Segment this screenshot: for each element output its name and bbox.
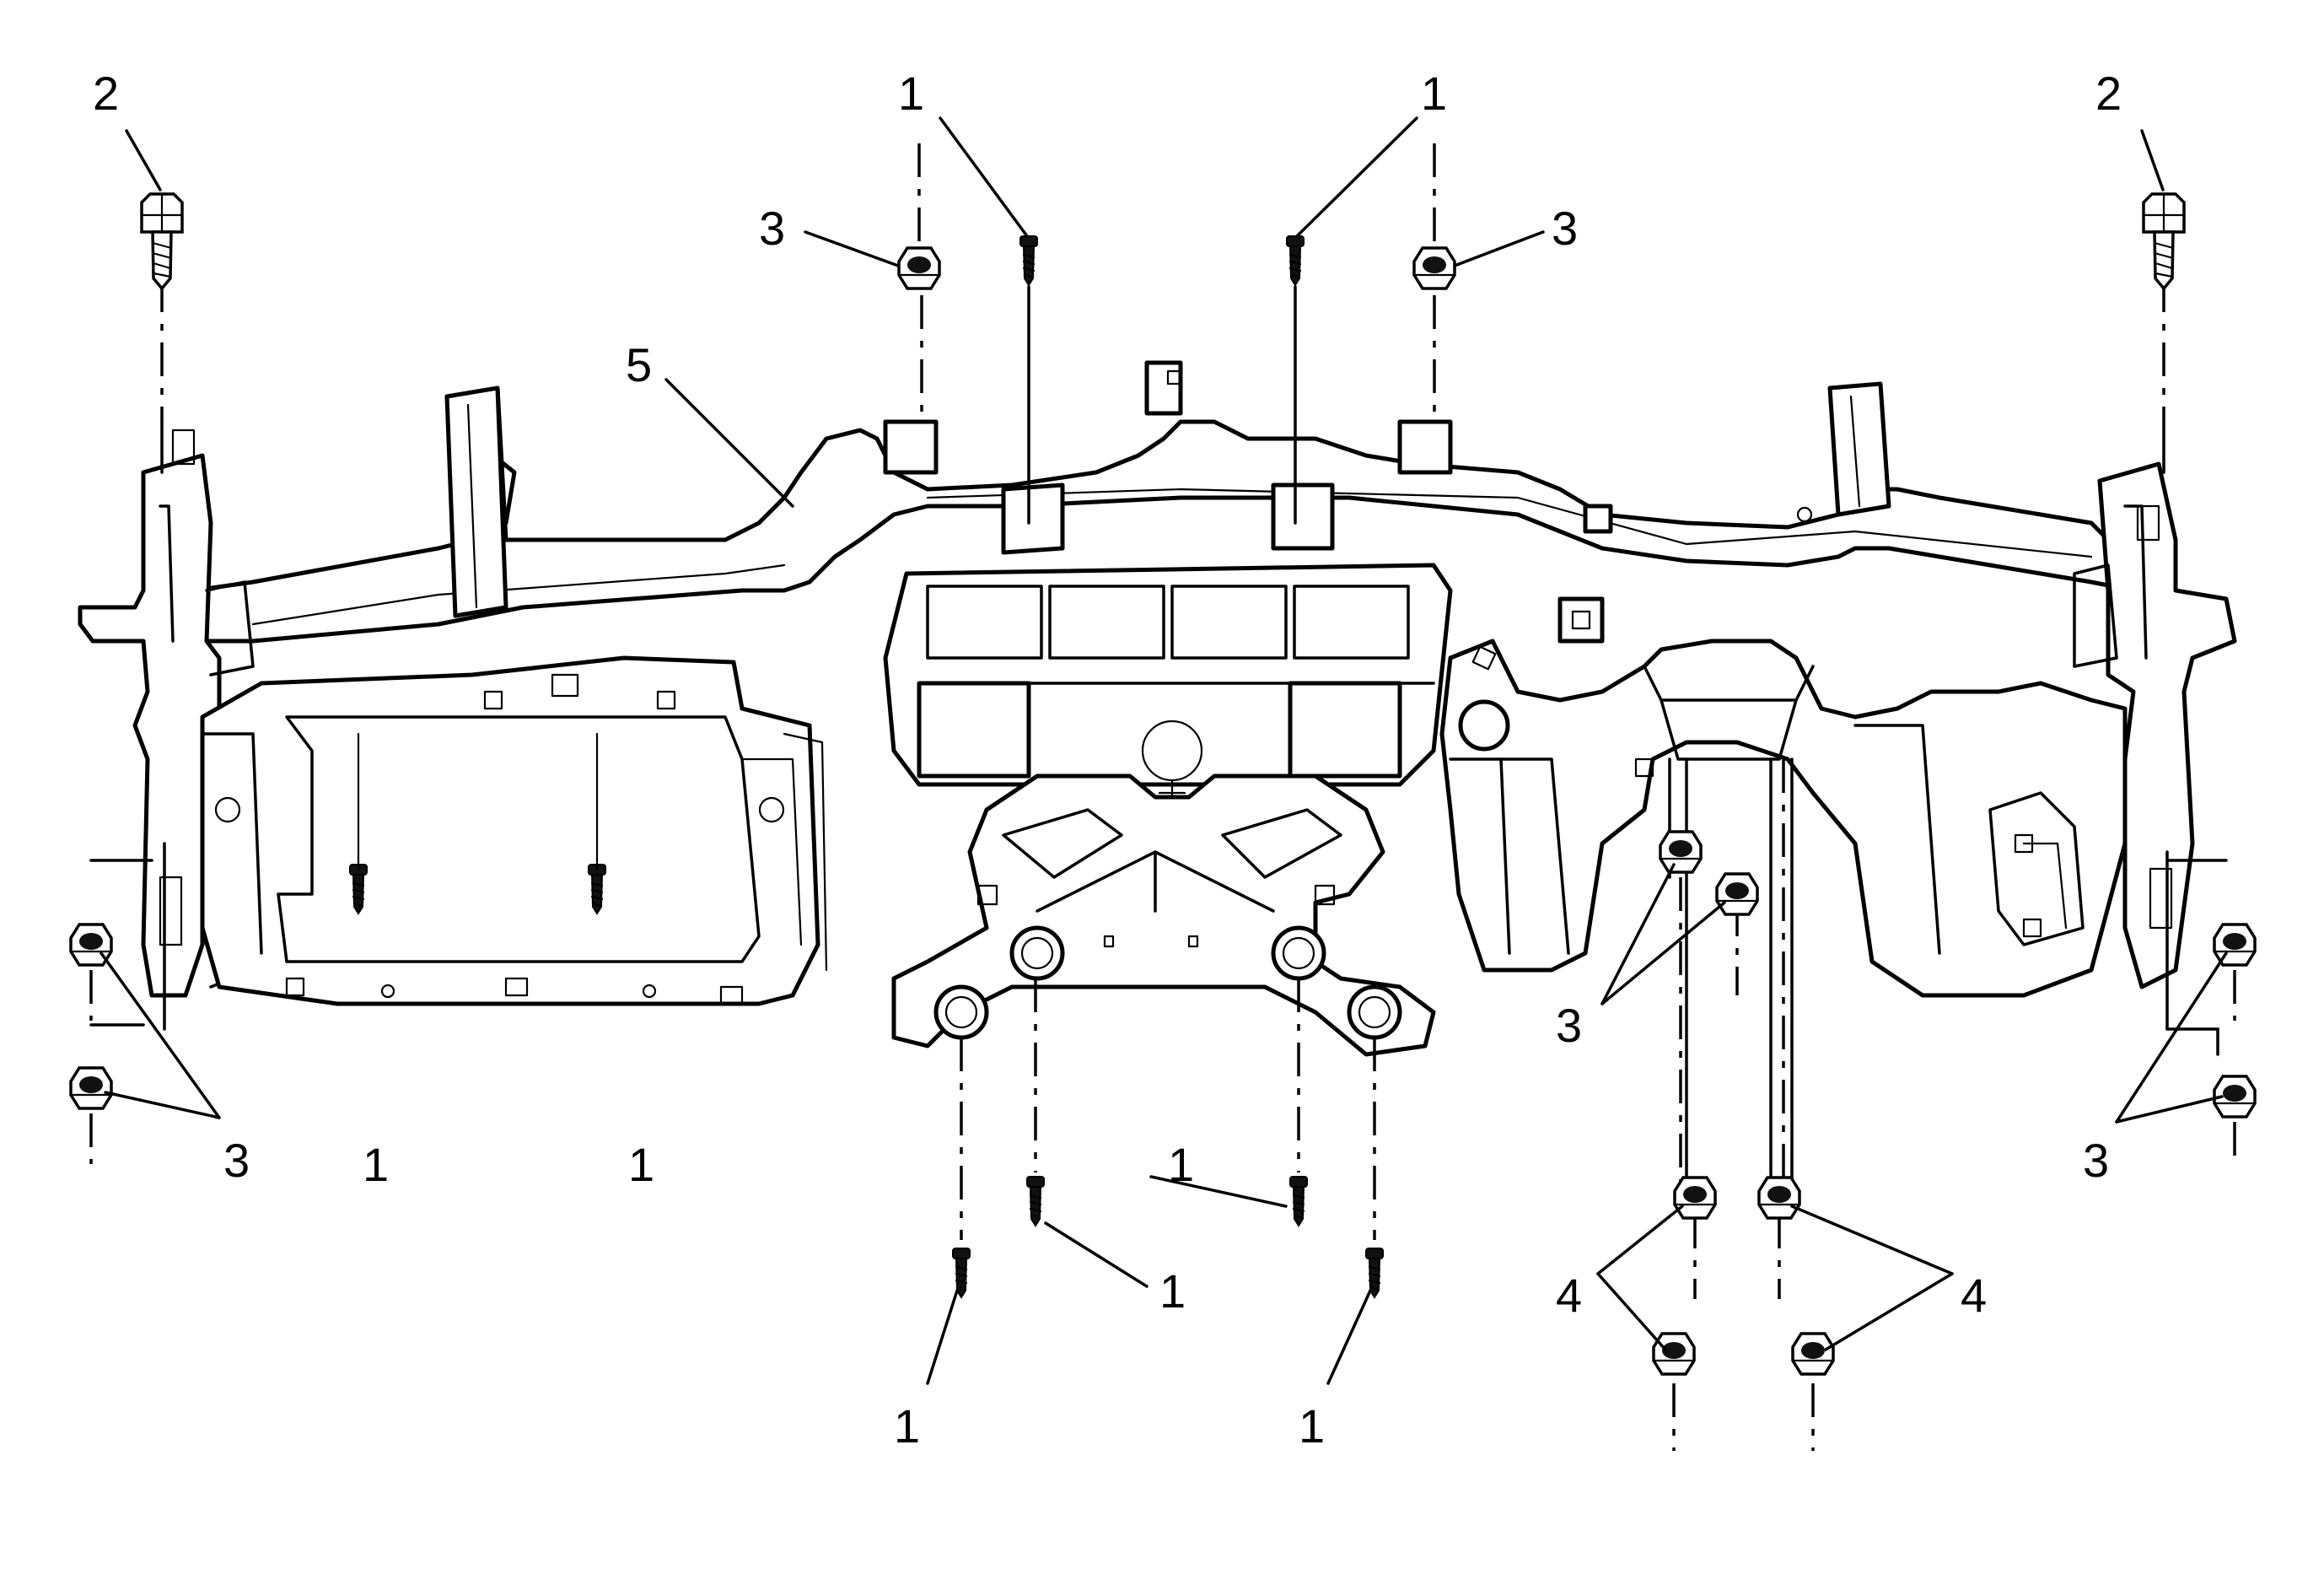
callout-3-top-left: 3: [759, 202, 785, 255]
fastener-screw-top-right: [1285, 234, 1305, 287]
center-lower-support: [891, 774, 1436, 1057]
steering-column-support: [1439, 504, 2128, 998]
fastener-nut-left-lower: [69, 1066, 113, 1110]
callout-1-top-right: 1: [1421, 67, 1447, 120]
callout-labels: 1 1 1 1 1 1 1 1 1 2 2 3 3 3 3 3 4 4 5: [93, 67, 2122, 1453]
fastener-screw-lower-d: [1364, 1247, 1385, 1299]
callout-2-left: 2: [93, 67, 119, 120]
callout-leaders: [100, 116, 2228, 1385]
callout-1-bottom-right: 1: [1299, 1399, 1325, 1453]
callout-1-top-left: 1: [898, 67, 924, 120]
callout-1-lower-mid: 1: [1159, 1264, 1186, 1318]
cross-car-beam: [191, 381, 2136, 644]
callout-3-left: 3: [223, 1134, 250, 1187]
fastener-nut-4-c: [1652, 1332, 1696, 1376]
callout-5: 5: [626, 338, 652, 391]
callout-2-right: 2: [2095, 67, 2122, 120]
fastener-screw-top-left: [1019, 234, 1039, 287]
callout-1-airbag-right: 1: [628, 1138, 654, 1191]
callout-1-airbag-left: 1: [363, 1138, 389, 1191]
fastener-nut-right-upper: [2213, 923, 2257, 967]
fastener-nut-4-d: [1791, 1332, 1835, 1376]
fastener-screw-lower-b: [1025, 1175, 1046, 1227]
callout-1-lower-center: 1: [1168, 1138, 1194, 1191]
callout-3-right: 3: [2083, 1134, 2109, 1187]
fastener-nut-4-a: [1673, 1176, 1717, 1220]
assembly-axis-lines: [89, 143, 2236, 1451]
fastener-nut-center-a: [1659, 830, 1703, 874]
fastener-nut-top-right: [1412, 246, 1456, 290]
callout-3-top-right: 3: [1552, 202, 1578, 255]
fastener-nut-top-left: [897, 246, 941, 290]
callout-1-bottom-left: 1: [894, 1399, 920, 1453]
fastener-nut-center-b: [1715, 872, 1759, 916]
callout-4-right: 4: [1961, 1269, 1987, 1322]
fastener-nut-4-b: [1757, 1176, 1801, 1220]
passenger-airbag-bracket: [200, 655, 828, 1006]
fastener-bolt-right: [2142, 192, 2186, 290]
center-duct-assembly: [883, 360, 1453, 807]
fastener-screw-lower-a: [951, 1247, 971, 1299]
right-side-bracket: [2073, 461, 2237, 989]
callout-3-center: 3: [1556, 999, 1582, 1052]
fastener-screw-lower-c: [1288, 1175, 1309, 1227]
fastener-bolt-left: [140, 192, 184, 290]
callout-4-left: 4: [1556, 1269, 1582, 1322]
